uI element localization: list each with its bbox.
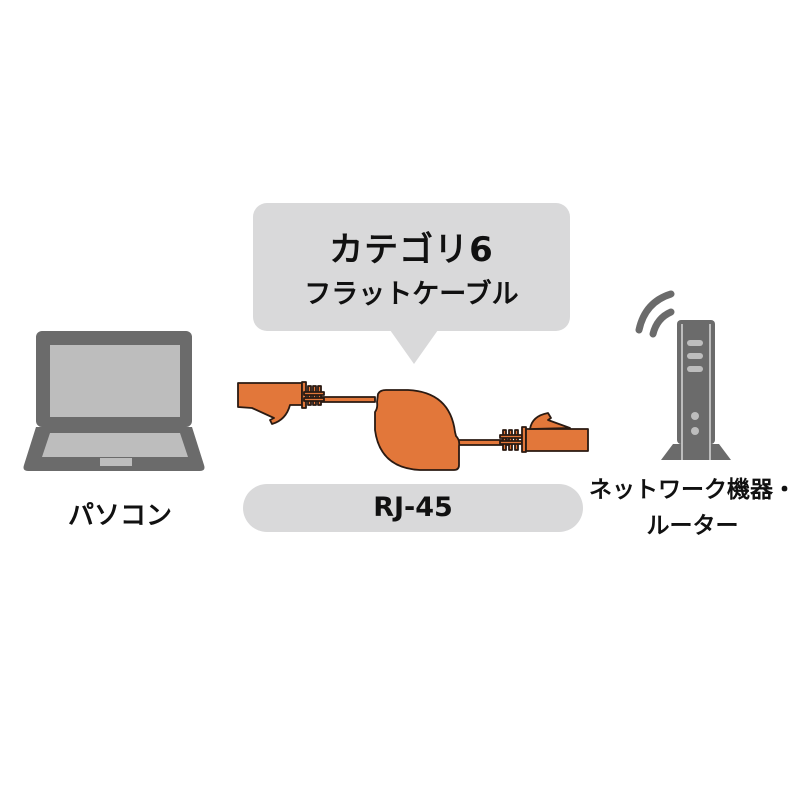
pc-label: パソコン [67,501,172,531]
connector-type-label: RJ-45 [243,484,583,532]
callout-subtitle: フラットケーブル [304,279,519,310]
callout-bubble-tail [390,330,438,364]
router-label: ネットワーク機器・ ルーター [585,472,800,544]
router-label-line2: ルーター [646,513,739,539]
router-icon [635,290,731,460]
router-label-line1: ネットワーク機器・ [589,477,796,503]
retractable-flat-cable-icon [237,381,589,471]
laptop-icon [23,331,205,471]
callout-bubble [253,203,570,331]
callout-title: カテゴリ6 [329,230,494,270]
